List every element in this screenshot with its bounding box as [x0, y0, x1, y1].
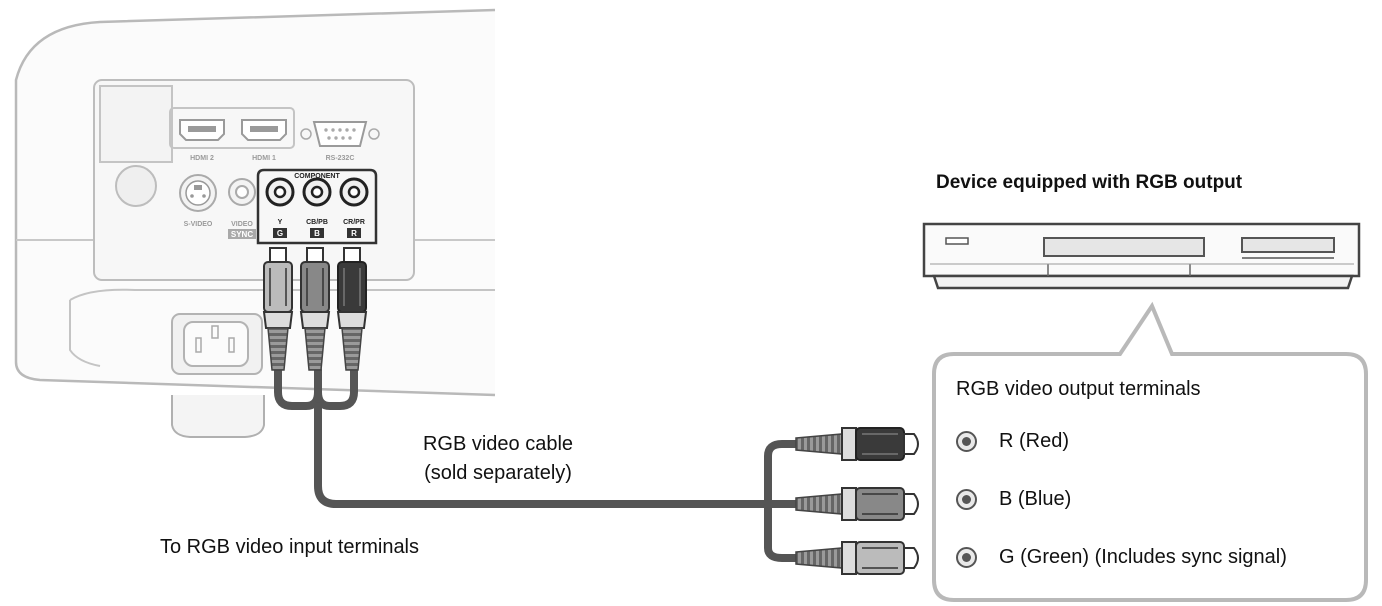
jack-icon [956, 431, 977, 452]
video-label: VIDEO [231, 221, 253, 228]
cable-label-line2: (sold separately) [424, 462, 572, 484]
plug-blue [299, 247, 331, 371]
terminal-red-label: R (Red) [999, 430, 1070, 452]
device-plug-green [795, 541, 919, 575]
output-terminals-callout [932, 301, 1368, 602]
cb-pb-label: CB/PB [306, 219, 328, 226]
hdmi2-label: HDMI 2 [190, 155, 214, 162]
jack-icon [956, 547, 977, 568]
rgb-cable [274, 366, 800, 562]
terminal-green: G (Green) (Includes sync signal) [956, 546, 1287, 569]
jack-icon [956, 489, 977, 510]
component-label: COMPONENT [294, 173, 340, 180]
input-terminals-label: To RGB video input terminals [160, 536, 420, 558]
device-title: Device equipped with RGB output [936, 172, 1243, 193]
terminal-red: R (Red) [956, 430, 1069, 453]
terminal-panel: HDMI 2 HDMI 1 RS-232C S-VIDEO VIDEO SYNC… [93, 79, 415, 281]
output-terminals-title: RGB video output terminals [956, 378, 1201, 400]
cr-pr-label: CR/PR [343, 219, 365, 226]
terminal-blue-label: B (Blue) [999, 488, 1072, 510]
cable-label-line1: RGB video cable [422, 433, 574, 455]
terminal-blue: B (Blue) [956, 488, 1071, 511]
g-badge: G [277, 229, 283, 238]
rgb-output-device [922, 222, 1361, 290]
cable-label: RGB video cable (sold separately) [412, 430, 584, 488]
r-badge: R [351, 229, 357, 238]
plug-green [262, 247, 294, 371]
svideo-label: S-VIDEO [184, 221, 213, 228]
sync-badge: SYNC [231, 230, 253, 239]
terminal-green-label: G (Green) (Includes sync signal) [999, 546, 1287, 568]
hdmi1-label: HDMI 1 [252, 155, 276, 162]
device-plug-red [795, 427, 919, 461]
device-plug-blue [795, 487, 919, 521]
y-label: Y [278, 219, 283, 226]
plug-red [336, 247, 368, 371]
rs232c-label: RS-232C [326, 155, 355, 162]
b-badge: B [314, 229, 320, 238]
